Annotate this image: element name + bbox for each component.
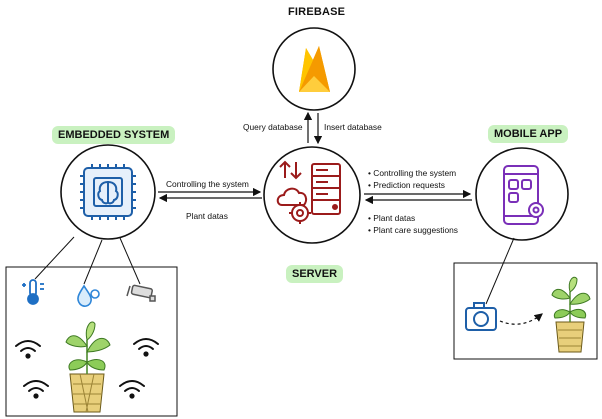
query-database-label: Query database <box>243 122 303 132</box>
mobile-top-item: • Prediction requests <box>368 180 445 190</box>
chip-brain-icon <box>80 164 136 220</box>
wifi-icon <box>119 380 145 399</box>
wifi-icon <box>133 338 159 357</box>
camera-icon <box>465 302 497 331</box>
server-title: SERVER <box>286 265 344 283</box>
mobile-node <box>475 147 569 241</box>
mobile-bottom-list: • Plant datas • Plant care suggestions <box>368 212 458 236</box>
wifi-icon <box>23 380 49 399</box>
smartphone-icon <box>503 165 544 225</box>
plant-icon <box>551 276 591 353</box>
sensor-panel <box>5 236 178 417</box>
connector-server-mobile <box>364 189 472 205</box>
firebase-node <box>272 27 356 111</box>
mobile-top-item: • Controlling the system <box>368 168 457 178</box>
plant-datas-label: Plant datas <box>186 211 228 221</box>
server-rack-icon <box>276 160 341 224</box>
water-drop-icon <box>77 284 100 307</box>
controlling-system-label: Controlling the system <box>166 179 249 189</box>
server-node <box>263 146 361 244</box>
insert-database-label: Insert database <box>324 122 382 132</box>
connector-server-firebase <box>303 111 323 145</box>
connector-embedded-server <box>158 187 262 203</box>
thermometer-icon <box>22 279 44 305</box>
mobile-top-list: • Controlling the system • Prediction re… <box>368 167 456 191</box>
wifi-icon <box>15 340 41 359</box>
fire-icon <box>299 46 330 92</box>
camera-icon <box>126 284 156 302</box>
mobile-app-title: MOBILE APP <box>488 125 569 143</box>
embedded-node <box>60 144 156 240</box>
plant-icon <box>65 321 111 413</box>
embedded-system-title: EMBEDDED SYSTEM <box>52 126 176 144</box>
mobile-bottom-item: • Plant datas <box>368 213 416 223</box>
capture-panel <box>453 237 598 360</box>
mobile-bottom-item: • Plant care suggestions <box>368 225 458 235</box>
firebase-title: FIREBASE <box>288 6 346 18</box>
